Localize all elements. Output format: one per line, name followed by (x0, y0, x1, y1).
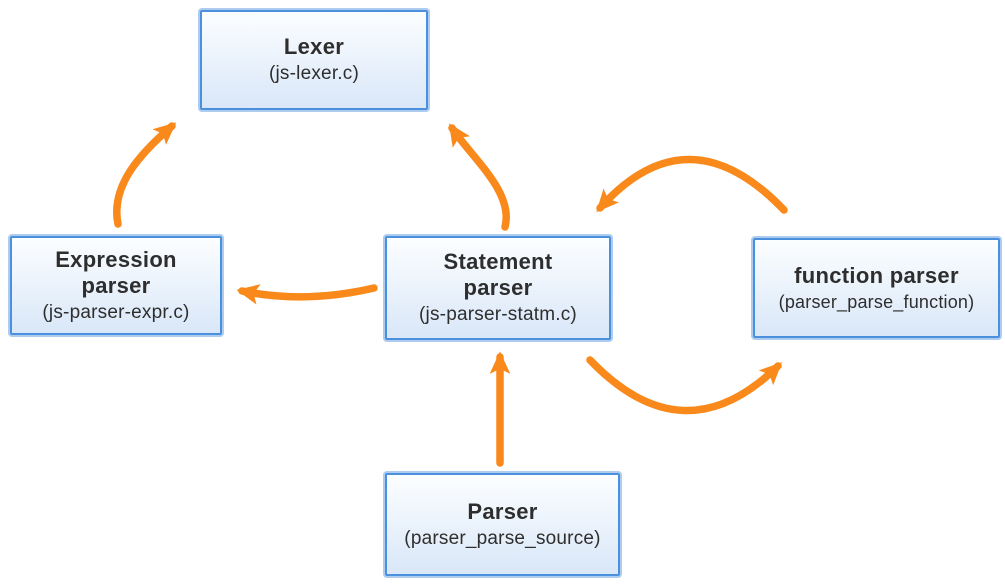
node-lexer-title: Lexer (283, 34, 345, 60)
arrow-statement-parser-to-lexer (448, 123, 510, 231)
node-lexer-subtitle: (js-lexer.c) (268, 63, 359, 85)
node-parser: Parser (parser_parse_source) (385, 473, 620, 576)
arrow-expression-parser-to-lexer (113, 122, 177, 228)
node-statement-parser-title: Statement parser (443, 249, 553, 301)
node-function-parser-title: function parser (794, 262, 959, 288)
arrow-statement-parser-to-expression-parser (236, 284, 378, 305)
node-function-parser-subtitle: (parser_parse_function) (778, 291, 975, 312)
node-statement-parser-subtitle: (js-parser-statm.c) (419, 304, 577, 326)
arrow-statement-parser-to-function-parser (586, 356, 783, 415)
node-expression-parser-title: Expression parser (55, 246, 177, 298)
node-function-parser: function parser (parser_parse_function) (753, 238, 1000, 338)
node-lexer: Lexer (js-lexer.c) (200, 10, 428, 110)
node-parser-title: Parser (467, 498, 538, 524)
node-statement-parser: Statement parser (js-parser-statm.c) (385, 236, 611, 340)
node-parser-subtitle: (parser_parse_source) (404, 527, 601, 549)
arrow-function-parser-to-statement-parser (596, 155, 788, 214)
node-expression-parser-subtitle: (js-parser-expr.c) (42, 301, 190, 323)
node-expression-parser: Expression parser (js-parser-expr.c) (10, 236, 222, 335)
